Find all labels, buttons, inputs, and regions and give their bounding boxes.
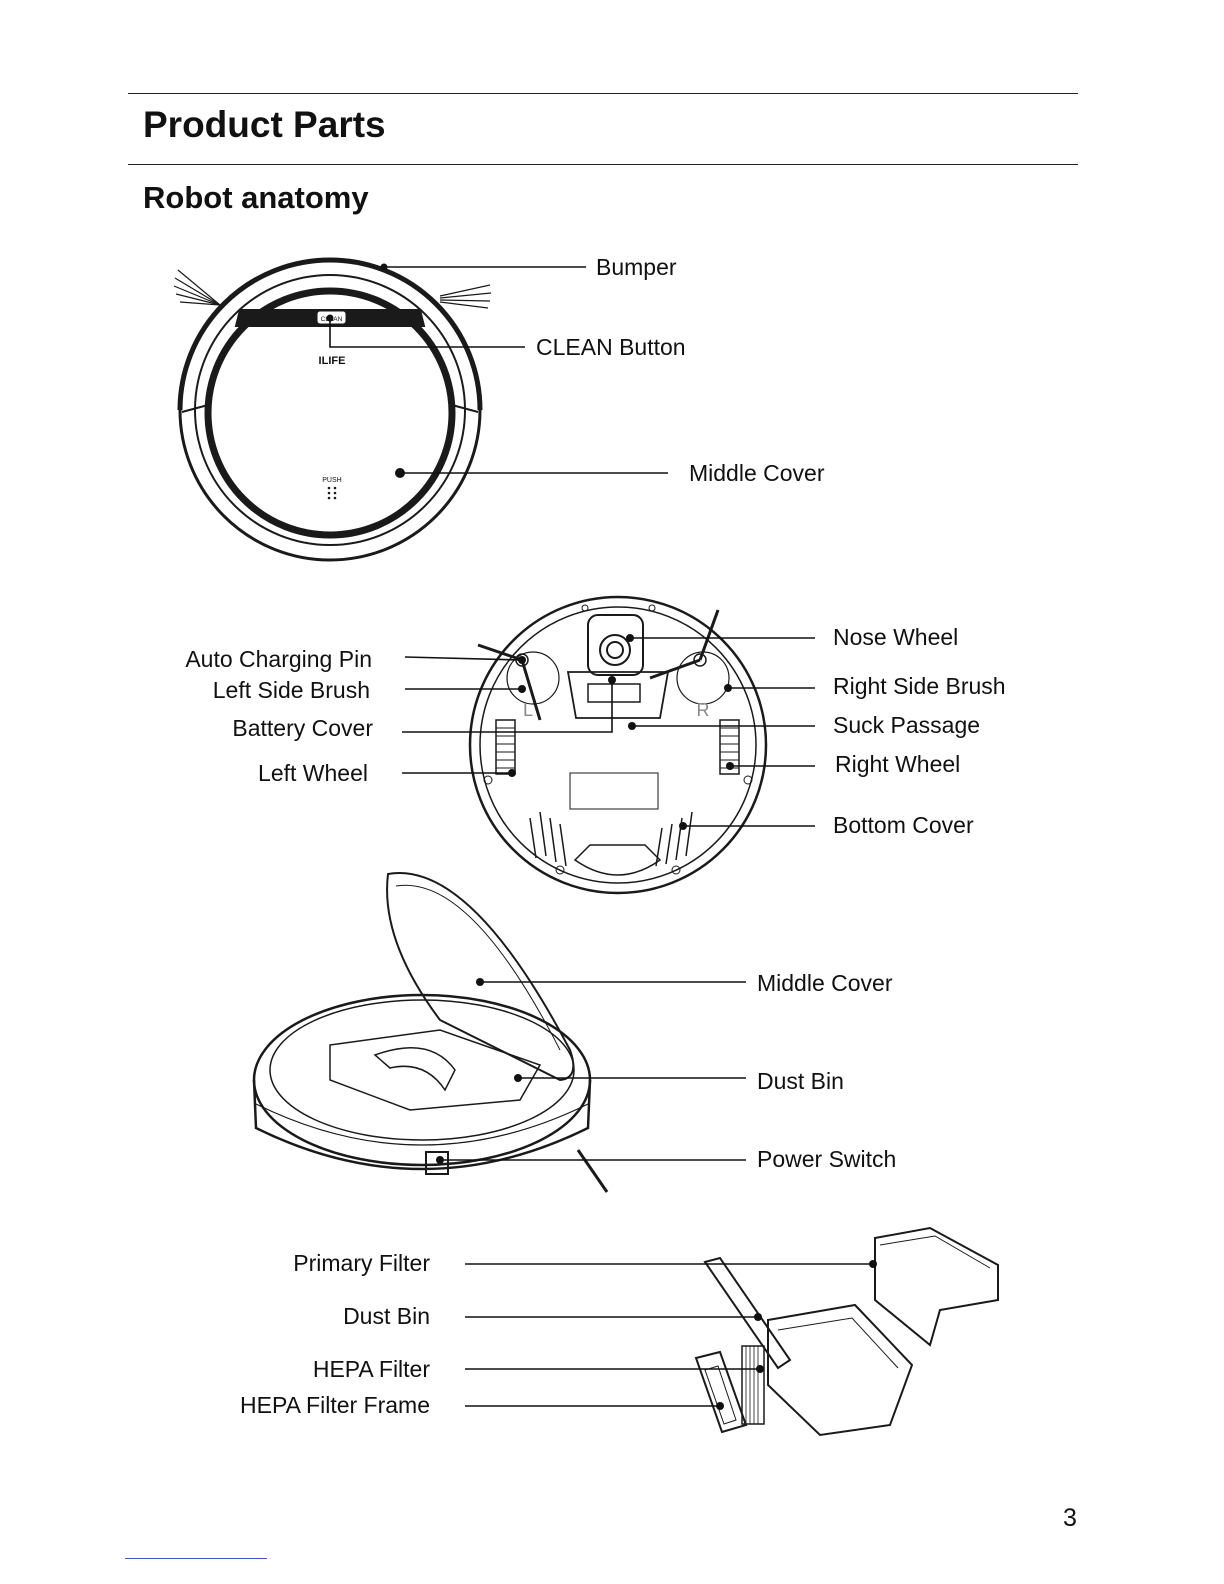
label-left-wheel: Left Wheel — [258, 762, 368, 785]
page-number: 3 — [1063, 1504, 1077, 1533]
label-right-wheel: Right Wheel — [835, 753, 960, 776]
label-bottom-cover: Bottom Cover — [833, 814, 974, 837]
right-mark: R — [697, 700, 710, 720]
leader-dots — [327, 264, 878, 1411]
hepa-filter-icon — [742, 1346, 764, 1424]
label-dust-bin: Dust Bin — [343, 1305, 430, 1328]
left-side-brush-bristles-icon — [174, 270, 220, 305]
dust-bin-exploded-view — [696, 1228, 998, 1435]
label-clean-button: CLEAN Button — [536, 336, 686, 359]
leader-lines — [330, 267, 873, 1406]
label-middle-cover-open: Middle Cover — [757, 972, 893, 995]
top-view-robot — [174, 260, 491, 560]
hepa-filter-frame-icon — [696, 1352, 746, 1432]
left-mark: L — [523, 700, 533, 720]
label-nose-wheel: Nose Wheel — [833, 626, 958, 649]
label-middle-cover-top: Middle Cover — [689, 462, 825, 485]
brand-logo: ILIFE — [319, 355, 346, 367]
label-left-side-brush: Left Side Brush — [213, 679, 370, 702]
push-mark: PUSH — [322, 477, 341, 484]
label-power-switch: Power Switch — [757, 1148, 896, 1171]
footer-link-line — [125, 1558, 267, 1559]
clean-mark: CLEAN — [321, 316, 343, 323]
label-hepa-filter: HEPA Filter — [313, 1358, 430, 1381]
label-bumper: Bumper — [596, 256, 677, 279]
label-dust-bin-open: Dust Bin — [757, 1070, 844, 1093]
label-hepa-filter-frame: HEPA Filter Frame — [240, 1394, 430, 1417]
label-primary-filter: Primary Filter — [293, 1252, 430, 1275]
label-right-side-brush: Right Side Brush — [833, 675, 1006, 698]
open-lid-robot — [254, 873, 607, 1192]
label-battery-cover: Battery Cover — [232, 717, 373, 740]
label-auto-charging-pin: Auto Charging Pin — [185, 648, 372, 671]
bottom-view-robot — [470, 597, 766, 893]
label-suck-passage: Suck Passage — [833, 714, 980, 737]
push-dots-icon — [328, 487, 337, 500]
right-side-brush-bristles-icon — [440, 285, 491, 308]
